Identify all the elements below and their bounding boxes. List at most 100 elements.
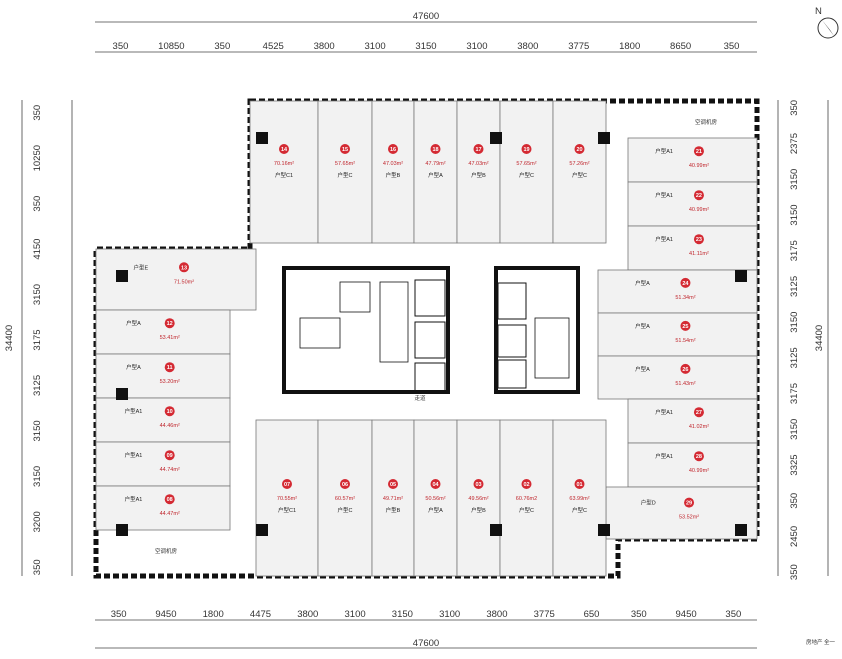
dimension-label: 350 bbox=[113, 41, 129, 52]
dimension-label: 3100 bbox=[466, 41, 487, 52]
bottom-total-dimension: 47600 bbox=[413, 638, 439, 649]
dimension-label: 10850 bbox=[158, 41, 184, 52]
dimension-label: 3175 bbox=[789, 240, 800, 261]
dimension-label: 3800 bbox=[314, 41, 335, 52]
dimension-label: 3150 bbox=[32, 284, 43, 305]
unit-room bbox=[255, 419, 319, 577]
unit-number: 24 bbox=[682, 281, 689, 287]
unit-room bbox=[597, 312, 758, 357]
unit-number: 04 bbox=[432, 482, 439, 488]
unit-type: 户型A1 bbox=[655, 452, 673, 460]
unit-number-badge bbox=[164, 406, 175, 417]
unit-number: 19 bbox=[523, 147, 529, 153]
dimension-label: 1800 bbox=[619, 41, 640, 52]
unit-area: 50.56m² bbox=[425, 496, 445, 502]
unit-20[interactable]: 20 57.26m² 户型C bbox=[552, 100, 607, 244]
unit-number-badge bbox=[693, 407, 704, 418]
unit-number-badge bbox=[340, 479, 350, 489]
unit-room bbox=[627, 181, 758, 227]
unit-number: 21 bbox=[696, 149, 702, 155]
structural-column bbox=[598, 132, 610, 144]
unit-number-badge bbox=[680, 277, 691, 288]
unit-room bbox=[552, 100, 607, 244]
unit-number-badge bbox=[680, 320, 691, 331]
unit-number: 12 bbox=[167, 321, 173, 327]
unit-number-badge bbox=[282, 479, 292, 489]
dimension-label: 3150 bbox=[789, 204, 800, 225]
dimension-label: 4525 bbox=[263, 41, 284, 52]
dimension-label: 3150 bbox=[32, 420, 43, 441]
dimension-label: 3125 bbox=[789, 347, 800, 368]
unit-number-badge bbox=[693, 146, 704, 157]
unit-room bbox=[249, 100, 319, 244]
dimension-label: 350 bbox=[789, 564, 800, 580]
unit-room bbox=[627, 398, 758, 444]
unit-area: 53.41m² bbox=[160, 335, 180, 341]
unit-04[interactable]: 04 50.56m² 户型A bbox=[413, 419, 458, 577]
dimension-label: 3775 bbox=[568, 41, 589, 52]
dimension-label: 1800 bbox=[203, 609, 224, 620]
unit-room bbox=[627, 137, 758, 183]
unit-area: 51.34m² bbox=[675, 295, 695, 301]
unit-room bbox=[317, 100, 373, 244]
dimension-label: 350 bbox=[724, 41, 740, 52]
unit-type: 户型A bbox=[635, 322, 650, 330]
dimension-label: 350 bbox=[631, 609, 647, 620]
right-total-dimension: 34400 bbox=[814, 325, 825, 351]
unit-area: 47.03m² bbox=[383, 161, 403, 167]
unit-area: 53.52m² bbox=[679, 515, 699, 521]
unit-type: 户型C bbox=[572, 171, 587, 179]
unit-room bbox=[456, 419, 501, 577]
unit-number-badge bbox=[430, 144, 441, 154]
unit-number-badge bbox=[430, 479, 441, 489]
unit-area: 44.46m² bbox=[160, 423, 180, 429]
unit-number-badge bbox=[340, 144, 350, 154]
dimension-label: 3175 bbox=[32, 329, 43, 350]
unit-room bbox=[95, 309, 231, 355]
unit-room bbox=[605, 486, 758, 540]
dimension-label: 3150 bbox=[392, 609, 413, 620]
unit-number-badge bbox=[693, 234, 704, 245]
structural-column bbox=[116, 270, 128, 282]
unit-number: 16 bbox=[390, 147, 396, 153]
unit-number-badge bbox=[693, 451, 704, 462]
unit-number-badge bbox=[693, 190, 704, 201]
unit-type: 户型A bbox=[428, 506, 443, 514]
unit-number: 20 bbox=[576, 147, 582, 153]
unit-type: 户型A1 bbox=[655, 147, 673, 155]
left-total-dimension: 34400 bbox=[4, 325, 15, 351]
unit-area: 57.26m² bbox=[569, 161, 589, 167]
dimension-label: 3150 bbox=[415, 41, 436, 52]
unit-number-badge bbox=[473, 479, 484, 489]
unit-area: 70.16m² bbox=[274, 161, 294, 167]
structural-column bbox=[490, 132, 502, 144]
unit-number: 18 bbox=[432, 147, 438, 153]
unit-type: 户型A1 bbox=[655, 191, 673, 199]
